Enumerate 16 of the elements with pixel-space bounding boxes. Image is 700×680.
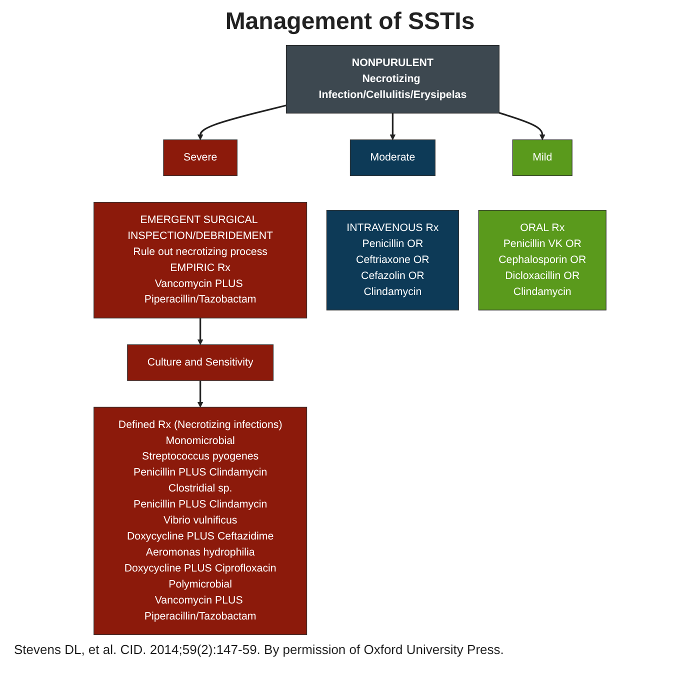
node-box: Moderate	[350, 139, 436, 176]
node-box: NONPURULENT Necrotizing Infection/Cellulitis/Erysipelas	[286, 44, 500, 114]
node-box: Culture and Sensitivity	[127, 344, 274, 381]
arrow	[390, 113, 396, 140]
node-box: Mild	[512, 139, 572, 176]
arrow	[197, 318, 204, 345]
node-box: EMERGENT SURGICAL INSPECTION/DEBRIDEMENT Rule out necrotizing process EMPIRIC Rx Vancomycin PLUS Piperacillin/Tazobactam	[94, 202, 308, 318]
diagram-title: Management of SSTIs	[224, 8, 476, 36]
node-box: ORAL Rx Penicillin VK OR Cephalosporin OR Dicloxacillin OR Clindamycin	[478, 210, 606, 310]
arrow	[498, 112, 546, 140]
node-box: Defined Rx (Necrotizing infections) Monomicrobial Streptococcus pyogenes Penicillin PLUS Clindamycin Clostridial sp. Penicillin PLUS Clindamycin Vibrio vulnificus Doxycycline PLUS Ceftazidime Aeromonas hydrophilia Doxycycline PLUS Ciprofloxacin Polymicrobial Vancomycin PLUS Piperacillin/Tazobactam	[94, 406, 308, 636]
arrow	[197, 104, 286, 140]
citation-caption: Stevens DL, et al. CID. 2014;59(2):147-59. By permission of Oxford University Press.	[13, 641, 505, 659]
node-box: INTRAVENOUS Rx Penicillin OR Ceftriaxone OR Cefazolin OR Clindamycin	[326, 210, 460, 310]
arrow	[197, 380, 204, 408]
node-box: Severe	[163, 139, 238, 176]
